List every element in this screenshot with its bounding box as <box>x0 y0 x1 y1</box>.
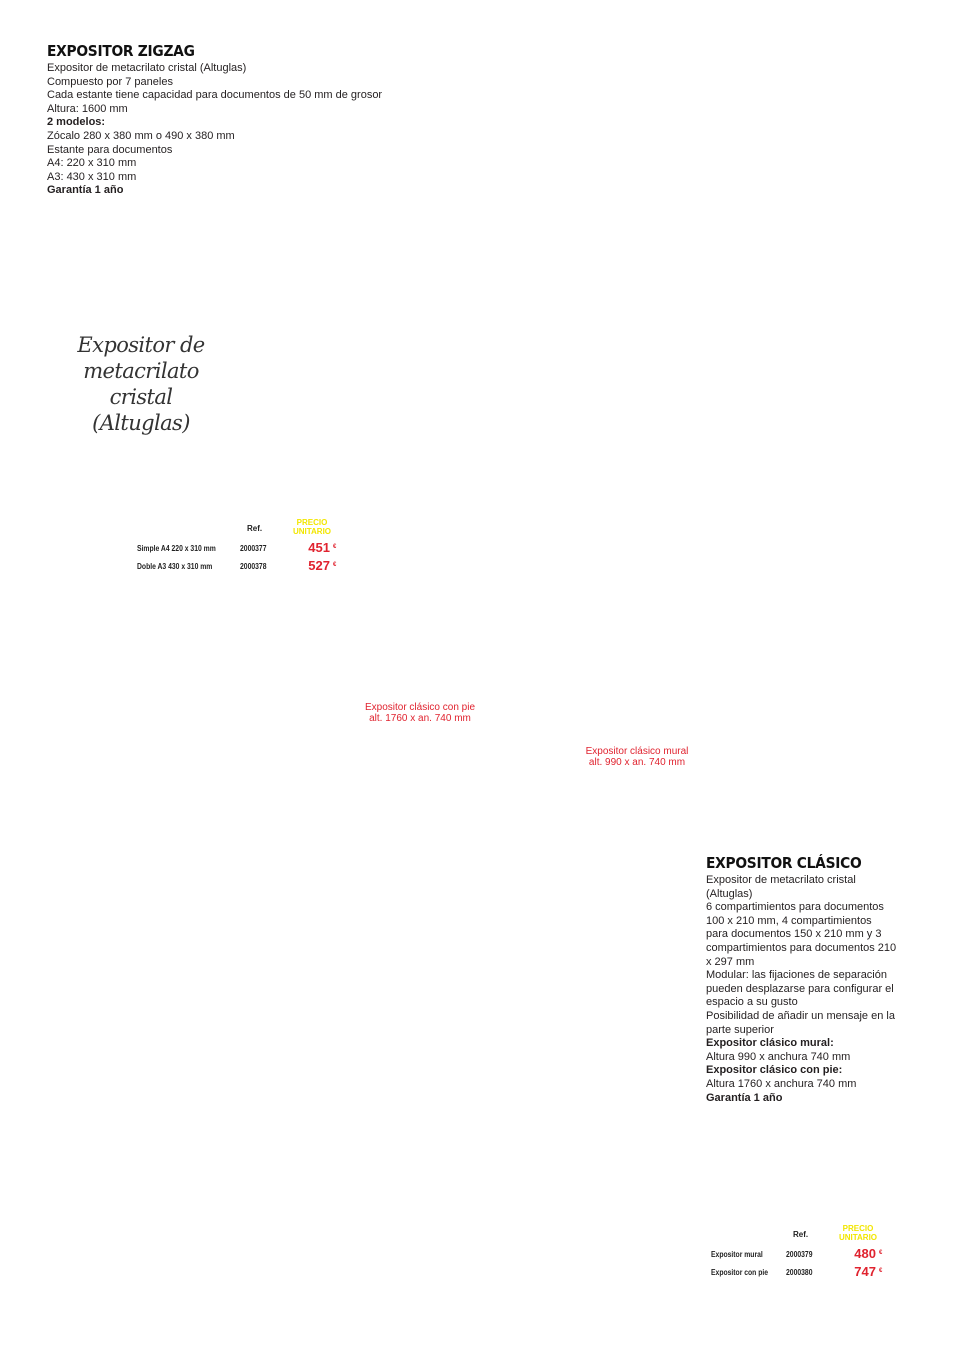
product-price: 480 <box>854 1246 876 1261</box>
caption-mural: Expositor clásico mural alt. 990 x an. 7… <box>557 746 717 768</box>
table-row: Doble A3 430 x 310 mm 2000378 527 € <box>137 558 357 576</box>
table-row: Simple A4 220 x 310 mm 2000377 451 € <box>137 540 357 558</box>
caption-line: Expositor clásico con pie <box>364 702 476 713</box>
product-name: Expositor mural <box>711 1250 763 1259</box>
price-header-line: UNITARIO <box>838 1233 878 1242</box>
price-header-line: PRECIO <box>842 1224 874 1233</box>
zigzag-title: EXPOSITOR ZIGZAG <box>47 42 195 60</box>
currency-symbol: € <box>879 1268 883 1274</box>
zigzag-desc-line: Cada estante tiene capacidad para docume… <box>47 89 383 102</box>
clasico-desc-line: parte superior <box>706 1023 774 1036</box>
product-price: 747 <box>854 1264 876 1279</box>
table-row: Expositor con pie 2000380 747 € <box>711 1264 911 1282</box>
clasico-desc-line: para documentos 150 x 210 mm y 3 <box>706 928 882 941</box>
zigzag-desc-line: Expositor de metacrilato cristal (Altugl… <box>47 62 247 74</box>
clasico-desc-line: espacio a su gusto <box>706 996 798 1009</box>
caption-con-pie: Expositor clásico con pie alt. 1760 x an… <box>340 702 500 724</box>
zigzag-models-heading: 2 modelos: <box>47 116 106 129</box>
clasico-desc-line: Altura 1760 x anchura 740 mm <box>706 1077 857 1090</box>
clasico-price-table: Ref. PRECIO UNITARIO Expositor mural 200… <box>711 1222 911 1286</box>
price-header: PRECIO UNITARIO <box>833 1224 883 1242</box>
ref-header: Ref. <box>793 1230 809 1239</box>
clasico-mural-heading: Expositor clásico mural: <box>706 1037 834 1050</box>
clasico-warranty: Garantía 1 año <box>706 1091 783 1104</box>
clasico-desc-line: 100 x 210 mm, 4 compartimientos <box>706 914 872 927</box>
zigzag-desc-line: Compuesto por 7 paneles <box>47 75 173 88</box>
product-ref: 2000377 <box>240 544 267 553</box>
clasico-desc-line: 6 compartimientos para documentos <box>706 901 884 914</box>
product-ref: 2000379 <box>786 1250 813 1259</box>
handwritten-note: Expositor de metacrilato cristal (Altugl… <box>77 333 205 435</box>
caption-line: alt. 1760 x an. 740 mm <box>369 713 471 724</box>
product-name: Expositor con pie <box>711 1268 769 1277</box>
product-price: 527 <box>308 558 330 573</box>
clasico-desc-line: Posibilidad de añadir un mensaje en la <box>706 1009 895 1022</box>
zigzag-desc-line: Altura: 1600 mm <box>47 102 128 115</box>
clasico-desc-line: (Altuglas) <box>706 887 753 900</box>
product-name: Doble A3 430 x 310 mm <box>137 562 213 571</box>
clasico-desc-line: pueden desplazarse para configurar el <box>706 982 894 995</box>
product-name: Simple A4 220 x 310 mm <box>137 544 216 553</box>
currency-symbol: € <box>879 1250 883 1256</box>
zigzag-desc-line: Estante para documentos <box>47 143 173 156</box>
caption-line: alt. 990 x an. 740 mm <box>588 757 686 768</box>
product-ref: 2000378 <box>240 562 267 571</box>
clasico-desc-line: Modular: las fijaciones de separación <box>706 969 887 982</box>
caption-line: Expositor clásico mural <box>585 746 689 757</box>
clasico-description: Expositor de metacrilato cristal (Altugl… <box>706 874 916 1105</box>
price-header: PRECIO UNITARIO <box>287 518 337 536</box>
clasico-title: EXPOSITOR CLÁSICO <box>706 854 862 872</box>
price-header-line: UNITARIO <box>292 527 332 536</box>
zigzag-desc-line: Zócalo 280 x 380 mm o 490 x 380 mm <box>47 129 235 142</box>
clasico-desc-line: compartimientos para documentos 210 <box>706 941 897 954</box>
clasico-desc-line: Expositor de metacrilato cristal <box>706 874 856 886</box>
zigzag-desc-line: A4: 220 x 310 mm <box>47 157 137 170</box>
zigzag-description: Expositor de metacrilato cristal (Altugl… <box>47 62 447 198</box>
currency-symbol: € <box>333 544 337 550</box>
table-row: Expositor mural 2000379 480 € <box>711 1246 911 1264</box>
zigzag-price-table: Ref. PRECIO UNITARIO Simple A4 220 x 310… <box>137 516 357 580</box>
currency-symbol: € <box>333 562 337 568</box>
price-header-line: PRECIO <box>296 518 328 527</box>
clasico-con-pie-heading: Expositor clásico con pie: <box>706 1064 843 1077</box>
clasico-desc-line: x 297 mm <box>706 955 755 968</box>
product-ref: 2000380 <box>786 1268 813 1277</box>
product-price: 451 <box>308 540 330 555</box>
clasico-desc-line: Altura 990 x anchura 740 mm <box>706 1050 851 1063</box>
zigzag-desc-line: A3: 430 x 310 mm <box>47 170 137 183</box>
ref-header: Ref. <box>247 524 263 533</box>
zigzag-warranty: Garantía 1 año <box>47 184 124 197</box>
